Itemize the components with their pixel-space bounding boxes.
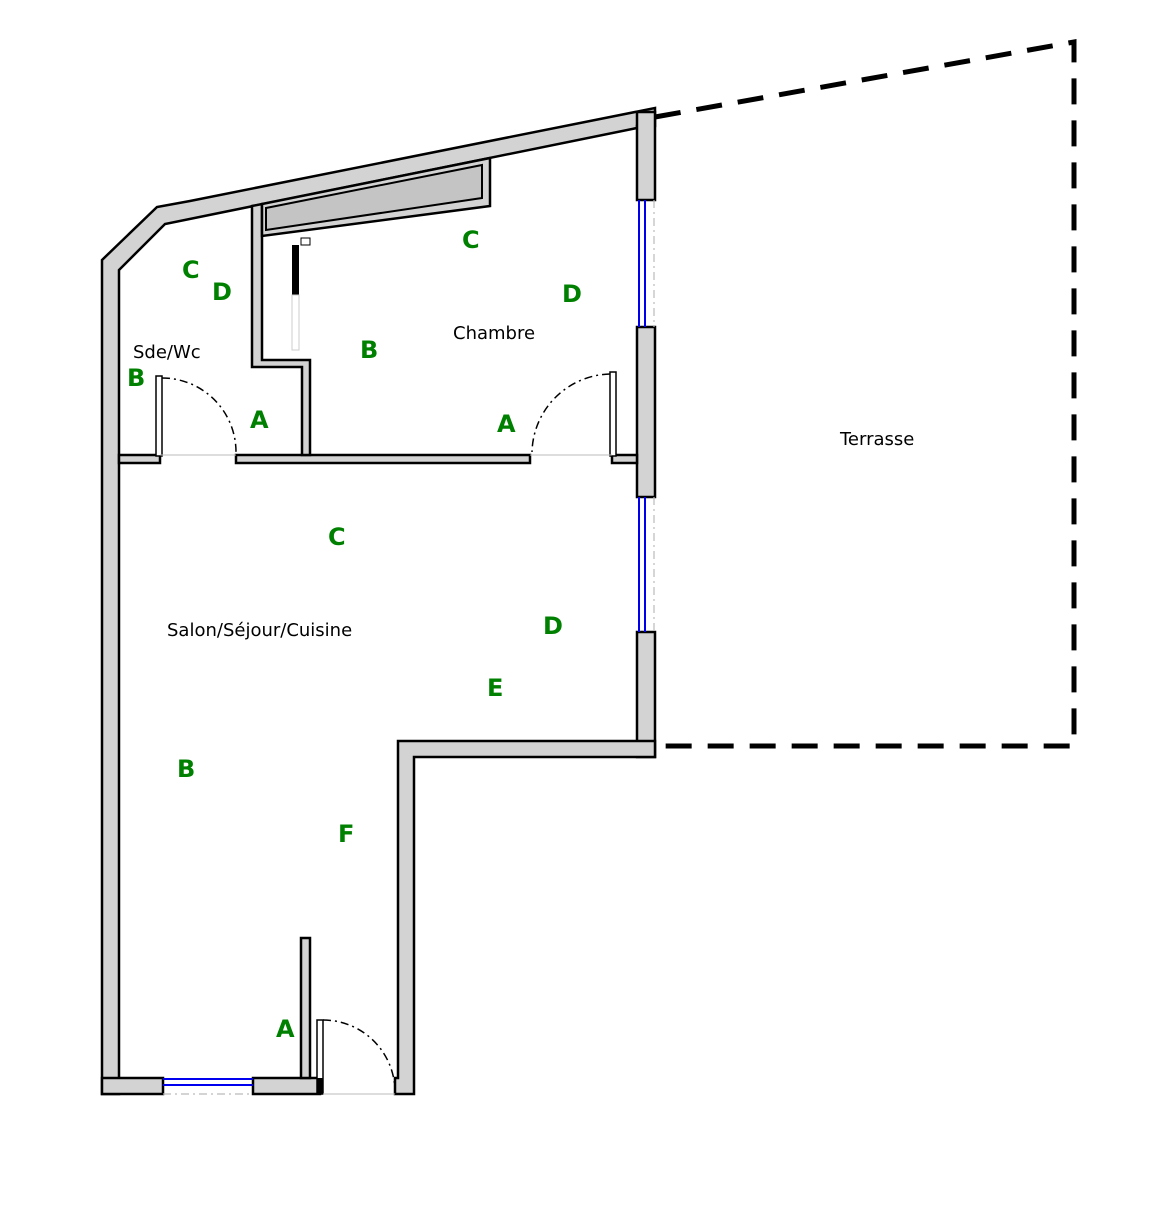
right-wall-2 [635,325,657,499]
marker: F [338,820,354,848]
marker: C [182,256,200,284]
sde-wall [250,202,312,457]
room-label-sde-wc: Sde/Wc [133,342,201,363]
bottom-wall-left [100,1076,165,1096]
sliding-door [292,245,299,295]
right-wall-1 [635,110,657,202]
marker: B [127,364,145,392]
marker: D [562,280,582,308]
marker: A [276,1015,295,1043]
room-label-chambre: Chambre [453,323,535,344]
right-wall-3 [635,630,657,759]
sliding-door-open [291,294,300,351]
marker: C [328,523,346,551]
closet [265,163,483,232]
terrace-outline [642,39,1077,749]
marker: B [360,336,378,364]
marker: B [177,755,195,783]
window-bottom [163,1078,253,1095]
marker: A [497,410,516,438]
room-label-terrasse: Terrasse [839,429,914,450]
partition-3 [610,453,639,465]
door-handle [300,237,311,246]
marker: D [212,278,232,306]
chambre-door-leaf [609,371,617,457]
marker: E [487,674,503,702]
marker: A [250,406,269,434]
door-jamb [317,1078,323,1094]
step-wall [393,739,657,1096]
sde-door-leaf [155,375,163,457]
window-chambre [638,200,655,327]
entrance-partition [299,936,312,1080]
sde-door-swing [161,377,237,453]
room-label-salon: Salon/Séjour/Cuisine [167,620,352,641]
partition-2 [234,453,532,465]
entrance-door-swing [322,1019,396,1093]
partition-1 [117,453,162,465]
window-salon [638,497,655,632]
marker: C [462,226,480,254]
bottom-wall-mid [251,1076,322,1096]
marker: D [543,612,563,640]
chambre-door-swing [531,373,611,453]
